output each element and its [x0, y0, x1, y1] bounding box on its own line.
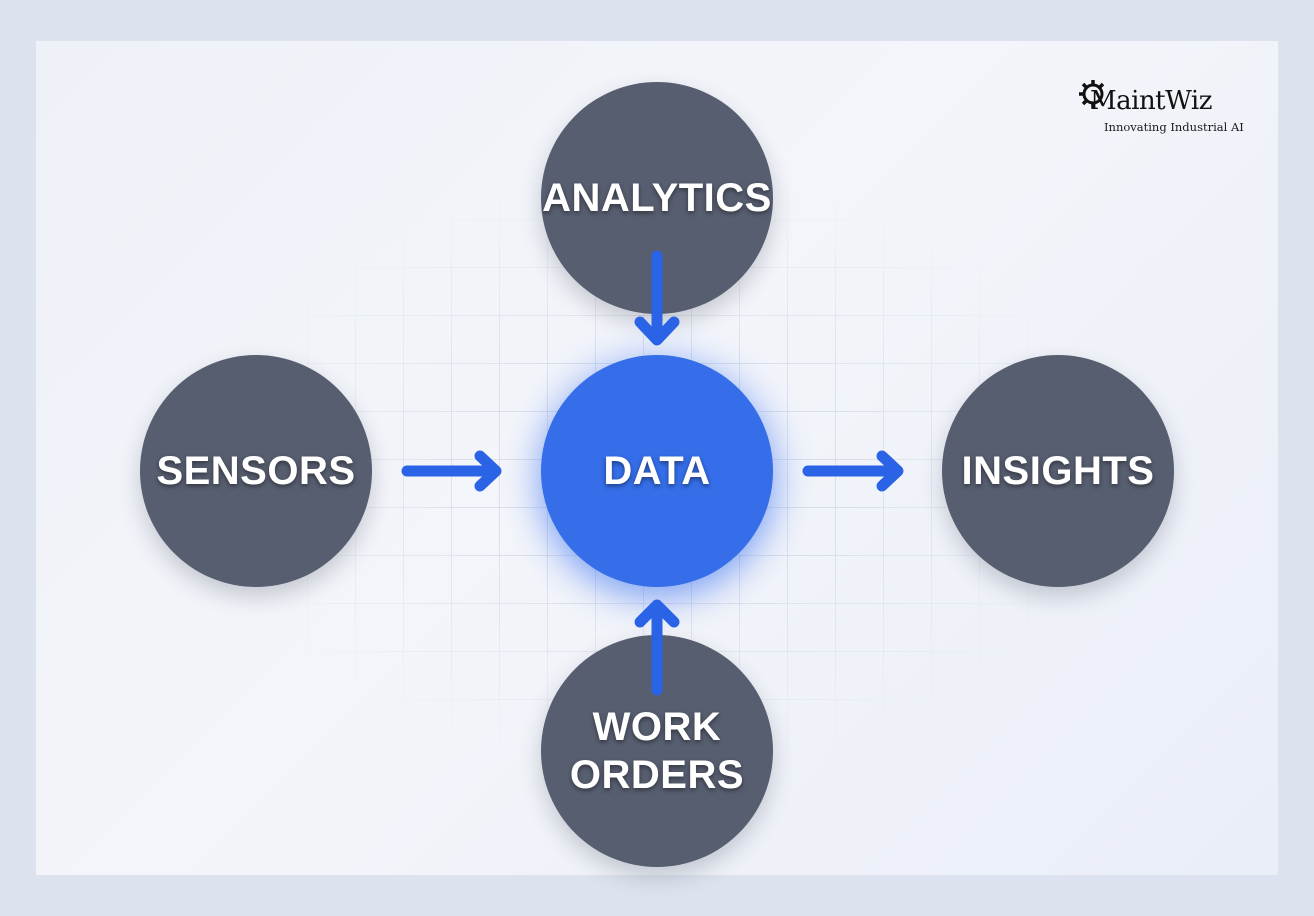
node-sensors: SENSORS: [140, 355, 372, 587]
logo-name: MaintWiz: [1090, 86, 1212, 116]
node-insights: INSIGHTS: [942, 355, 1174, 587]
logo-tagline: Innovating Industrial AI: [1104, 120, 1244, 134]
maintwiz-logo: MaintWiz Innovating Industrial AI: [1076, 76, 1246, 136]
node-data: DATA: [541, 355, 773, 587]
node-work-orders: WORK ORDERS: [541, 635, 773, 867]
node-analytics: ANALYTICS: [541, 82, 773, 314]
gear-icon: [1079, 80, 1105, 108]
